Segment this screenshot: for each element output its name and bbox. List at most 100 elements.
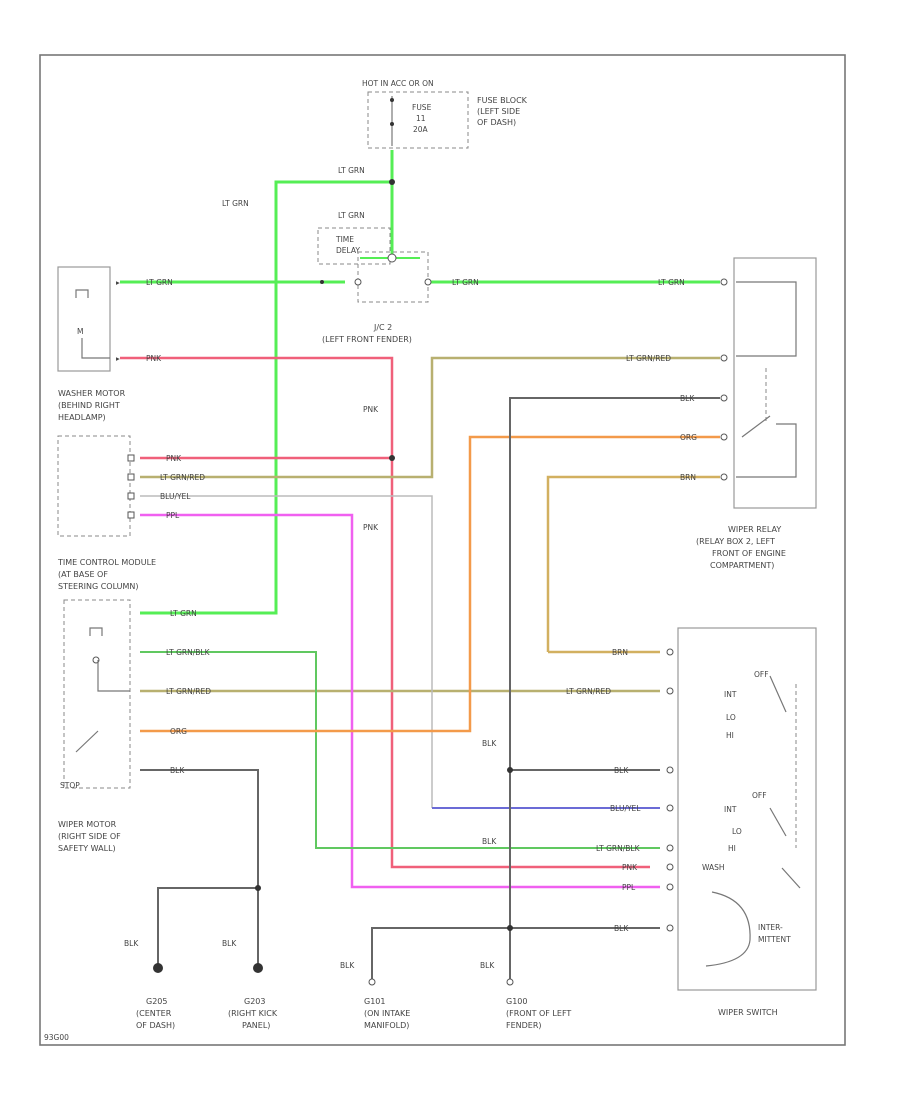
switch-off-2: OFF — [752, 791, 767, 800]
wire-blk-relay-ground — [509, 397, 720, 980]
grounds: G205 (CENTER OF DASH) G203 (RIGHT KICK P… — [136, 963, 571, 1030]
wiper-motor-outline — [63, 599, 131, 789]
tcm-caption-3: STEERING COLUMN) — [58, 582, 139, 591]
switch-contact-washer — [781, 867, 801, 889]
fuse-number: 11 — [416, 114, 426, 123]
wire-org — [140, 435, 720, 733]
label-ppl-2: PPL — [622, 883, 636, 892]
washer-motor-symbol: M — [77, 327, 83, 336]
splice-blk-1 — [507, 767, 513, 773]
wire-labels: LT GRN LT GRN LT GRN LT GRN LT GRN LT GR… — [124, 166, 697, 970]
wiper-relay-caption-3: FRONT OF ENGINE — [712, 549, 786, 558]
label-blk-6: BLK — [170, 766, 185, 775]
switch-pin-5 — [666, 844, 674, 852]
wiper-motor-caption-1: WIPER MOTOR — [58, 820, 117, 829]
junction-connector-jc2: TIME DELAY J/C 2 (LEFT FRONT FENDER) — [317, 227, 432, 344]
tcm-pin-4 — [127, 511, 135, 519]
switch-pin-8 — [666, 924, 674, 932]
wiper-relay: WIPER RELAY (RELAY BOX 2, LEFT FRONT OF … — [696, 257, 817, 570]
label-lt-grn-red-1: LT GRN/RED — [626, 354, 671, 363]
label-blk-7: BLK — [124, 939, 139, 948]
wiper-motor-lead — [97, 660, 130, 692]
label-blk-3: BLK — [614, 766, 629, 775]
fuse-block-caption-3: OF DASH) — [477, 118, 516, 127]
label-lt-grn-red-3: LT GRN/RED — [166, 687, 211, 696]
label-brn-2: BRN — [612, 648, 628, 657]
label-org-2: ORG — [680, 433, 697, 442]
jc2-pin-left — [354, 278, 362, 286]
ground-g203-caption-1: G203 — [244, 997, 265, 1006]
splice-fuse — [389, 179, 395, 185]
label-lt-grn-5: LT GRN — [452, 278, 479, 287]
relay-pin-3 — [720, 394, 728, 402]
wire-lt-grn-blk — [140, 651, 660, 849]
label-blk-8: BLK — [222, 939, 237, 948]
ground-g101-caption-2: (ON INTAKE — [364, 1009, 410, 1018]
switch-pin-7 — [666, 883, 674, 891]
wiper-relay-outline — [733, 257, 817, 509]
label-pnk-3: PNK — [363, 523, 379, 532]
wiper-switch-outline — [677, 627, 817, 991]
ground-g100-caption-2: (FRONT OF LEFT — [506, 1009, 571, 1018]
wire-blk-switch-2 — [371, 927, 660, 980]
label-org-1: ORG — [170, 727, 187, 736]
label-blk-9: BLK — [340, 961, 355, 970]
wire-group — [120, 150, 720, 980]
fuse-block-caption-1: FUSE BLOCK — [477, 96, 528, 105]
switch-lo-2: LO — [732, 827, 742, 836]
wiper-relay-caption-4: COMPARTMENT) — [710, 561, 774, 570]
switch-lo-1: LO — [726, 713, 736, 722]
diagram-frame — [39, 54, 846, 1046]
ground-g101-caption-1: G101 — [364, 997, 385, 1006]
wiper-relay-caption-2: (RELAY BOX 2, LEFT — [696, 537, 775, 546]
label-lt-grn-blk-2: LT GRN/BLK — [596, 844, 641, 853]
label-blk-4: BLK — [482, 837, 497, 846]
washer-motor-caption-1: WASHER MOTOR — [58, 389, 126, 398]
label-pnk-1: PNK — [146, 354, 162, 363]
ground-g100-icon — [506, 978, 514, 986]
washer-motor-lead — [81, 338, 110, 359]
label-lt-grn-red-2: LT GRN/RED — [160, 473, 205, 482]
switch-contact-1 — [769, 675, 787, 713]
switch-off-1: OFF — [754, 670, 769, 679]
relay-contact — [741, 415, 771, 438]
ground-g101-caption-3: MANIFOLD) — [364, 1021, 409, 1030]
fuse-block-outline — [367, 91, 469, 149]
ground-g101-icon — [368, 978, 376, 986]
splice-blk-3 — [255, 885, 261, 891]
wire-blk-motor — [140, 769, 259, 968]
switch-hi-1: HI — [726, 731, 734, 740]
label-pnk-5: PNK — [622, 863, 638, 872]
wire-lt-grn-feed — [140, 150, 394, 615]
splice-blk-2 — [507, 925, 513, 931]
switch-hi-2: HI — [728, 844, 736, 853]
jc2-pin-top — [387, 253, 397, 263]
switch-intermittent-arc — [705, 891, 751, 967]
splice-pnk — [389, 455, 395, 461]
washer-motor-caption-2: (BEHIND RIGHT — [58, 401, 120, 410]
jc2-outline — [357, 251, 429, 303]
fuse-block-caption-2: (LEFT SIDE — [477, 107, 520, 116]
label-ppl-1: PPL — [166, 511, 180, 520]
wiper-motor: STOP WIPER MOTOR (RIGHT SIDE OF SAFETY W… — [58, 599, 131, 853]
jc2-location: (LEFT FRONT FENDER) — [322, 335, 412, 344]
wire-lt-grn-red-relay — [140, 356, 720, 479]
fuse-pin-top — [390, 98, 394, 102]
label-lt-grn-4: LT GRN — [146, 278, 173, 287]
wiper-motor-stop: STOP — [60, 781, 80, 790]
label-blk-5: BLK — [614, 924, 629, 933]
ground-g205-caption-1: G205 — [146, 997, 167, 1006]
label-lt-grn-7: LT GRN — [170, 609, 197, 618]
washer-motor-outline — [57, 266, 111, 372]
wire-pnk-main — [120, 356, 650, 869]
fuse-pin-mid — [390, 122, 394, 126]
relay-pin-1 — [720, 278, 728, 286]
relay-coil — [736, 281, 797, 357]
wire-brn — [546, 475, 720, 654]
switch-pin-3 — [666, 766, 674, 774]
tcm-pin-1 — [127, 454, 135, 462]
jc2-name: J/C 2 — [373, 323, 392, 332]
wiper-switch-caption: WIPER SWITCH — [718, 1008, 778, 1017]
tcm-outline — [57, 435, 131, 537]
